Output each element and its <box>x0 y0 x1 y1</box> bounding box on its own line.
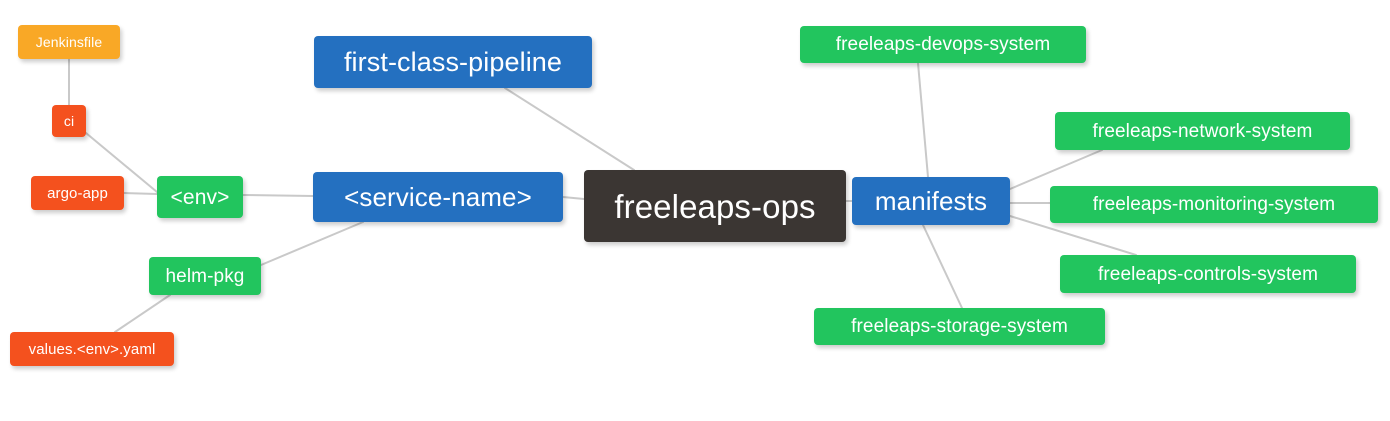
node-label-freeleaps-network-system: freeleaps-network-system <box>1092 120 1313 142</box>
node-label-freeleaps-controls-system: freeleaps-controls-system <box>1097 263 1319 285</box>
node-ci[interactable]: ci <box>52 105 86 137</box>
edge-servicename-ops <box>562 196 585 200</box>
node-label-freeleaps-monitoring-system: freeleaps-monitoring-system <box>1092 194 1336 215</box>
node-freeleaps-controls-system[interactable]: freeleaps-controls-system <box>1060 255 1356 293</box>
edge-argoapp-env <box>123 192 158 195</box>
node-label-helm-pkg: helm-pkg <box>165 265 245 287</box>
edge-env-servicename <box>242 194 314 197</box>
node-freeleaps-network-system[interactable]: freeleaps-network-system <box>1055 112 1350 150</box>
node-freeleaps-monitoring-system[interactable]: freeleaps-monitoring-system <box>1050 186 1378 223</box>
edge-manifests-storage <box>922 224 963 309</box>
node-label-argo-app: argo-app <box>47 184 108 202</box>
edge-helmpkg-servicename <box>260 221 364 266</box>
node-argo-app[interactable]: argo-app <box>31 176 124 210</box>
node-freeleaps-devops-system[interactable]: freeleaps-devops-system <box>800 26 1086 63</box>
node-freeleaps-storage-system[interactable]: freeleaps-storage-system <box>814 308 1105 345</box>
node-label-manifests: manifests <box>874 186 988 216</box>
node-service-name[interactable]: <service-name> <box>313 172 563 222</box>
node-values-env-yaml[interactable]: values.<env>.yaml <box>10 332 174 366</box>
node-label-service-name: <service-name> <box>344 182 532 212</box>
node-label-first-class-pipeline: first-class-pipeline <box>343 46 563 77</box>
node-label-jenkinsfile: Jenkinsfile <box>35 34 103 50</box>
node-label-freeleaps-storage-system: freeleaps-storage-system <box>851 316 1068 337</box>
node-manifests[interactable]: manifests <box>852 177 1010 225</box>
node-first-class-pipeline[interactable]: first-class-pipeline <box>314 36 592 88</box>
edge-manifests-network <box>1009 149 1103 190</box>
node-label-values-env-yaml: values.<env>.yaml <box>28 340 156 358</box>
node-freeleaps-ops[interactable]: freeleaps-ops <box>584 170 846 242</box>
edge-pipeline-ops <box>504 87 635 171</box>
edge-manifests-devops <box>917 62 929 178</box>
node-label-ci: ci <box>63 113 75 129</box>
node-helm-pkg[interactable]: helm-pkg <box>149 257 261 295</box>
node-label-env: <env> <box>170 185 230 209</box>
edge-values-helmpkg <box>114 294 171 333</box>
node-jenkinsfile[interactable]: Jenkinsfile <box>18 25 120 59</box>
node-label-freeleaps-devops-system: freeleaps-devops-system <box>835 34 1051 55</box>
node-env[interactable]: <env> <box>157 176 243 218</box>
node-label-freeleaps-ops: freeleaps-ops <box>614 187 816 225</box>
